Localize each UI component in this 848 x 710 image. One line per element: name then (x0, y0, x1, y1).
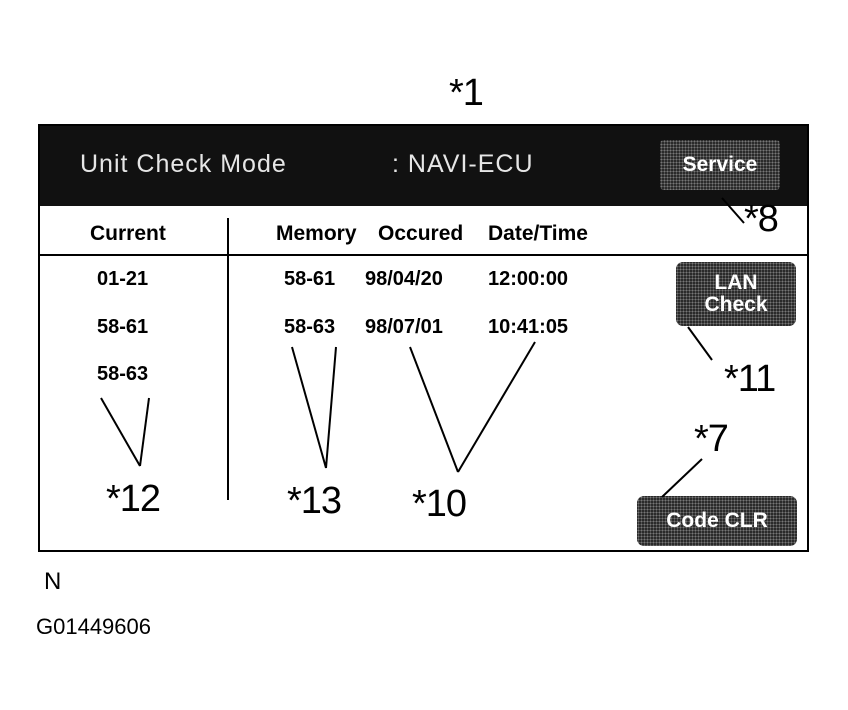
memory-date: 98/07/01 (365, 316, 443, 338)
current-code: 58-63 (97, 363, 149, 385)
header-divider (40, 254, 807, 256)
leader-line-12b (139, 397, 150, 467)
leader-line-11 (687, 326, 713, 361)
current-code: 01-21 (97, 268, 149, 290)
unit-check-screen: Unit Check Mode : NAVI-ECU Service Curre… (38, 124, 809, 552)
callout-13: *13 (287, 480, 342, 522)
memory-code: 58-61 (284, 268, 336, 290)
title-value: : NAVI-ECU (392, 150, 534, 178)
callout-7: *7 (694, 418, 729, 460)
memory-date: 98/04/20 (365, 268, 443, 290)
leader-line-10b (457, 341, 536, 473)
leader-line-13b (325, 346, 337, 469)
leader-line-8 (721, 197, 745, 224)
callout-11: *11 (724, 358, 776, 400)
column-divider (227, 218, 229, 500)
lan-check-line-2: Check (704, 293, 768, 316)
leader-line-13a (291, 346, 327, 469)
leader-line-12a (100, 397, 141, 467)
header-memory: Memory (276, 222, 357, 245)
callout-12: *12 (106, 478, 161, 520)
lan-check-line-1: LAN (714, 270, 758, 294)
memory-time: 10:41:05 (488, 316, 569, 338)
title-label: Unit Check Mode (80, 150, 287, 178)
leader-line-10a (409, 346, 459, 473)
figure-id: G01449606 (36, 614, 151, 639)
code-clr-button[interactable]: Code CLR (637, 496, 797, 546)
figure-letter: N (44, 568, 62, 595)
memory-time: 12:00:00 (488, 268, 569, 290)
leader-line-7 (661, 458, 703, 498)
header-current: Current (90, 222, 166, 245)
title-bar: Unit Check Mode : NAVI-ECU Service (40, 126, 807, 206)
memory-code: 58-63 (284, 316, 336, 338)
service-button[interactable]: Service (660, 140, 780, 190)
lan-check-button[interactable]: LAN Check (676, 262, 796, 326)
callout-8: *8 (744, 198, 779, 240)
callout-1: *1 (449, 72, 484, 114)
current-code: 58-61 (97, 316, 149, 338)
callout-10: *10 (412, 483, 467, 525)
header-occured: Occured (378, 222, 464, 245)
header-datetime: Date/Time (488, 222, 588, 245)
